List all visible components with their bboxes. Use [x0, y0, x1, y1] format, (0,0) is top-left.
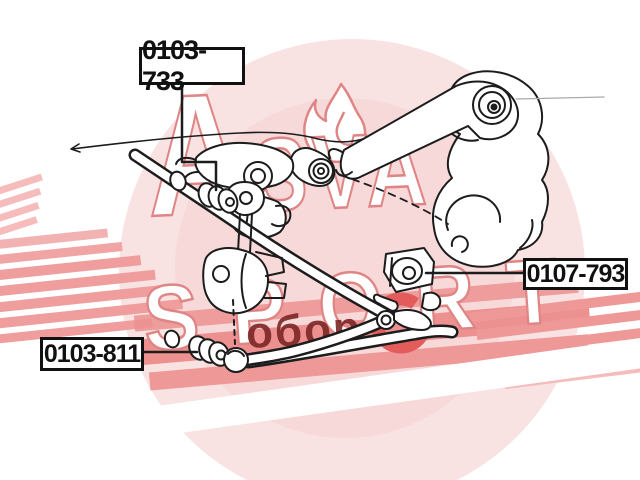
white-band	[120, 333, 640, 441]
stripes-corner	[0, 173, 43, 236]
thin-reference-line	[70, 127, 389, 153]
leader-0103-733	[180, 83, 218, 192]
stripes-left	[0, 228, 183, 344]
arm-bushing-drawing	[289, 147, 449, 225]
lower-bushing-drawing	[163, 170, 249, 373]
part-number-callout-0103-733[interactable]: 0103-733	[139, 35, 245, 96]
faint-line	[515, 96, 605, 100]
part-number-callout-0107-793[interactable]: 0107-793	[523, 258, 628, 290]
clamp-bushing-drawing	[372, 247, 442, 331]
leader-lines	[142, 83, 525, 354]
part-number-callout-0103-811[interactable]: 0103-811	[40, 337, 144, 371]
trailing-arm-drawing	[327, 80, 519, 180]
